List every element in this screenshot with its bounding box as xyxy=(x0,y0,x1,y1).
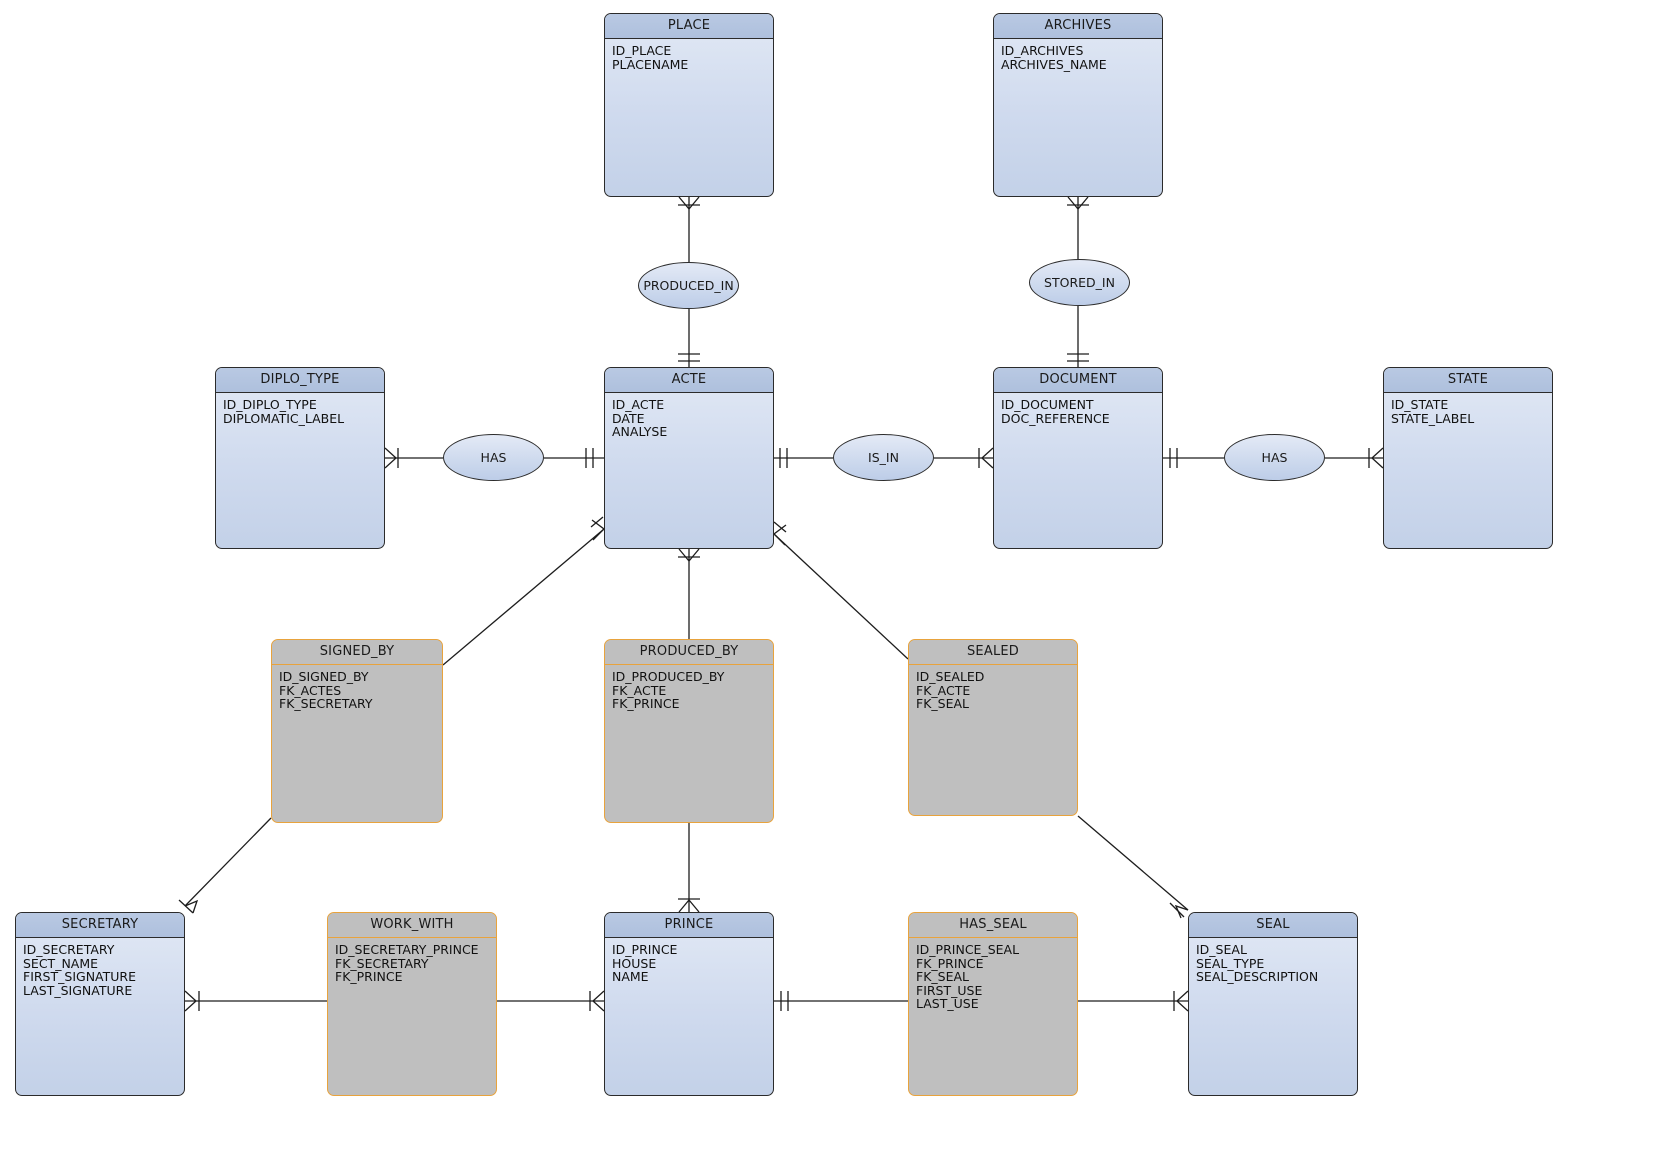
attribute: ID_DOCUMENT xyxy=(1001,397,1094,412)
entity-place[interactable]: PLACE ID_PLACE PLACENAME xyxy=(604,13,774,197)
attribute: ID_SECRETARY_PRINCE xyxy=(335,942,479,957)
attribute: FK_PRINCE xyxy=(916,955,984,971)
attribute: ID_SEALED xyxy=(916,669,985,684)
attribute: LAST_USE xyxy=(916,996,979,1012)
attribute: FK_PRINCE xyxy=(612,696,680,712)
entity-acte[interactable]: ACTE ID_ACTE DATE ANALYSE xyxy=(604,367,774,549)
entity-signed-by-attributes: ID_SIGNED_BY FK_ACTES FK_SECRETARY xyxy=(272,665,442,711)
entity-secretary-attributes: ID_SECRETARY SECT_NAME FIRST_SIGNATURE L… xyxy=(16,938,184,997)
relationship-is-in[interactable]: IS_IN xyxy=(833,434,934,481)
attribute: ARCHIVES_NAME xyxy=(1001,56,1107,72)
attribute: FK_SECRETARY xyxy=(335,955,429,971)
entity-document-title: DOCUMENT xyxy=(994,368,1162,393)
attribute: DOC_REFERENCE xyxy=(1001,410,1110,426)
entity-archives-title: ARCHIVES xyxy=(994,14,1162,39)
attribute: SEAL_TYPE xyxy=(1196,955,1265,971)
entity-work-with-attributes: ID_SECRETARY_PRINCE FK_SECRETARY FK_PRIN… xyxy=(328,938,496,984)
attribute: LAST_SIGNATURE xyxy=(23,982,133,998)
attribute: STATE_LABEL xyxy=(1391,410,1475,426)
relationship-produced-in[interactable]: PRODUCED_IN xyxy=(638,262,739,309)
entity-sealed[interactable]: SEALED ID_SEALED FK_ACTE FK_SEAL xyxy=(908,639,1078,816)
entity-has-seal-attributes: ID_PRINCE_SEAL FK_PRINCE FK_SEAL FIRST_U… xyxy=(909,938,1077,1011)
entity-work-with[interactable]: WORK_WITH ID_SECRETARY_PRINCE FK_SECRETA… xyxy=(327,912,497,1096)
attribute: DATE xyxy=(612,410,645,426)
entity-archives-attributes: ID_ARCHIVES ARCHIVES_NAME xyxy=(994,39,1162,71)
attribute: SEAL_DESCRIPTION xyxy=(1196,969,1319,985)
attribute: FK_SEAL xyxy=(916,696,969,712)
attribute: PLACENAME xyxy=(612,56,689,72)
entity-state-title: STATE xyxy=(1384,368,1552,393)
relationship-label: IS_IN xyxy=(868,450,899,465)
entity-signed-by[interactable]: SIGNED_BY ID_SIGNED_BY FK_ACTES FK_SECRE… xyxy=(271,639,443,823)
attribute: ID_PRINCE xyxy=(612,942,678,957)
entity-has-seal-title: HAS_SEAL xyxy=(909,913,1077,938)
entity-secretary[interactable]: SECRETARY ID_SECRETARY SECT_NAME FIRST_S… xyxy=(15,912,185,1096)
entity-prince-title: PRINCE xyxy=(605,913,773,938)
attribute: SECT_NAME xyxy=(23,955,99,971)
entity-document[interactable]: DOCUMENT ID_DOCUMENT DOC_REFERENCE xyxy=(993,367,1163,549)
entity-diplo-type[interactable]: DIPLO_TYPE ID_DIPLO_TYPE DIPLOMATIC_LABE… xyxy=(215,367,385,549)
attribute: NAME xyxy=(612,969,649,985)
attribute: ANALYSE xyxy=(612,424,668,440)
attribute: ID_SEAL xyxy=(1196,942,1247,957)
attribute: FK_ACTES xyxy=(279,682,342,698)
relationship-label: HAS xyxy=(480,450,507,465)
entity-prince-attributes: ID_PRINCE HOUSE NAME xyxy=(605,938,773,984)
entity-place-title: PLACE xyxy=(605,14,773,39)
relationship-has-diplo-type[interactable]: HAS xyxy=(443,434,544,481)
entity-produced-by[interactable]: PRODUCED_BY ID_PRODUCED_BY FK_ACTE FK_PR… xyxy=(604,639,774,823)
entity-secretary-title: SECRETARY xyxy=(16,913,184,938)
attribute: FK_SEAL xyxy=(916,969,969,985)
entity-seal-attributes: ID_SEAL SEAL_TYPE SEAL_DESCRIPTION xyxy=(1189,938,1357,984)
attribute: ID_PRODUCED_BY xyxy=(612,669,725,684)
attribute: ID_SECRETARY xyxy=(23,942,115,957)
attribute: ID_PRINCE_SEAL xyxy=(916,942,1020,957)
attribute: ID_DIPLO_TYPE xyxy=(223,397,317,412)
attribute: HOUSE xyxy=(612,955,657,971)
relationship-label: STORED_IN xyxy=(1044,275,1115,290)
relationship-has-state[interactable]: HAS xyxy=(1224,434,1325,481)
entity-has-seal[interactable]: HAS_SEAL ID_PRINCE_SEAL FK_PRINCE FK_SEA… xyxy=(908,912,1078,1096)
entity-diplo-type-title: DIPLO_TYPE xyxy=(216,368,384,393)
relationship-label: PRODUCED_IN xyxy=(643,278,734,293)
entity-diplo-type-attributes: ID_DIPLO_TYPE DIPLOMATIC_LABEL xyxy=(216,393,384,425)
relationship-label: HAS xyxy=(1261,450,1288,465)
attribute: FIRST_USE xyxy=(916,982,983,998)
entity-sealed-title: SEALED xyxy=(909,640,1077,665)
attribute: FK_SECRETARY xyxy=(279,696,373,712)
entity-place-attributes: ID_PLACE PLACENAME xyxy=(605,39,773,71)
entity-prince[interactable]: PRINCE ID_PRINCE HOUSE NAME xyxy=(604,912,774,1096)
attribute: FK_ACTE xyxy=(612,682,667,698)
attribute: ID_STATE xyxy=(1391,397,1449,412)
entity-seal-title: SEAL xyxy=(1189,913,1357,938)
attribute: ID_ARCHIVES xyxy=(1001,43,1084,58)
attribute: ID_PLACE xyxy=(612,43,672,58)
entity-produced-by-attributes: ID_PRODUCED_BY FK_ACTE FK_PRINCE xyxy=(605,665,773,711)
entity-sealed-attributes: ID_SEALED FK_ACTE FK_SEAL xyxy=(909,665,1077,711)
relationship-stored-in[interactable]: STORED_IN xyxy=(1029,259,1130,306)
entity-seal[interactable]: SEAL ID_SEAL SEAL_TYPE SEAL_DESCRIPTION xyxy=(1188,912,1358,1096)
attribute: FK_ACTE xyxy=(916,682,971,698)
entity-state[interactable]: STATE ID_STATE STATE_LABEL xyxy=(1383,367,1553,549)
entity-document-attributes: ID_DOCUMENT DOC_REFERENCE xyxy=(994,393,1162,425)
entity-state-attributes: ID_STATE STATE_LABEL xyxy=(1384,393,1552,425)
entity-produced-by-title: PRODUCED_BY xyxy=(605,640,773,665)
entity-acte-title: ACTE xyxy=(605,368,773,393)
entity-work-with-title: WORK_WITH xyxy=(328,913,496,938)
attribute: FIRST_SIGNATURE xyxy=(23,969,136,985)
attribute: FK_PRINCE xyxy=(335,969,403,985)
attribute: DIPLOMATIC_LABEL xyxy=(223,410,345,426)
entity-archives[interactable]: ARCHIVES ID_ARCHIVES ARCHIVES_NAME xyxy=(993,13,1163,197)
entity-signed-by-title: SIGNED_BY xyxy=(272,640,442,665)
attribute: ID_SIGNED_BY xyxy=(279,669,369,684)
attribute: ID_ACTE xyxy=(612,397,665,412)
entity-acte-attributes: ID_ACTE DATE ANALYSE xyxy=(605,393,773,439)
